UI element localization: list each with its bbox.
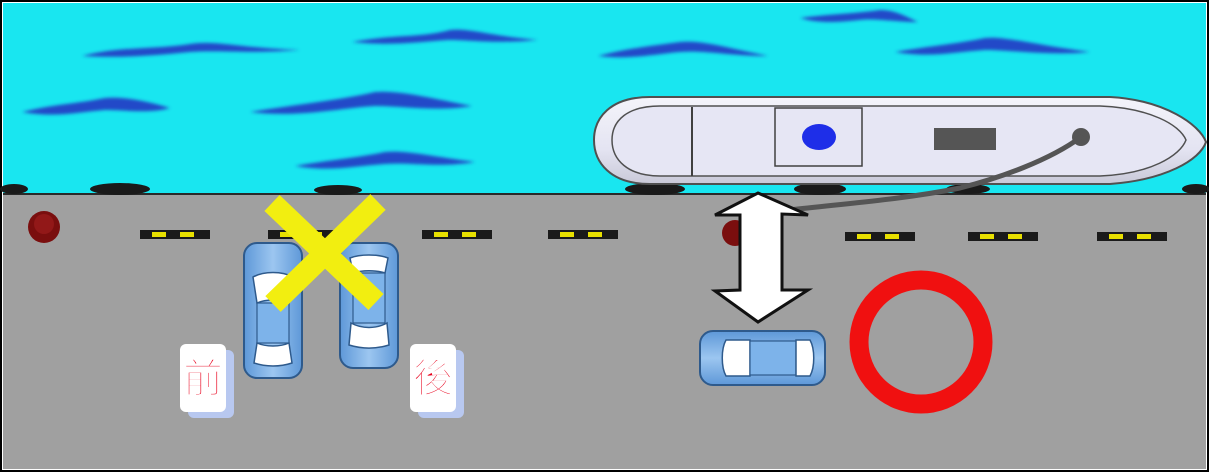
wave	[895, 37, 1090, 55]
curb-stop	[548, 230, 618, 239]
fender	[1182, 184, 1209, 194]
car-rear-window	[795, 339, 815, 377]
ship-box	[934, 128, 996, 150]
label-rear: 後	[413, 356, 454, 402]
sea-waves	[22, 10, 1090, 169]
wave	[22, 97, 170, 115]
wave	[352, 29, 538, 44]
circle-mark-icon	[849, 270, 993, 414]
car-rear-window	[253, 341, 293, 367]
cross-mark-icon	[264, 194, 386, 312]
bollard	[34, 214, 54, 234]
label-rear-badge: 後	[410, 344, 464, 418]
fender	[794, 183, 846, 195]
mooring-rope	[787, 134, 1084, 213]
wave	[250, 91, 472, 114]
ship-window-icon	[802, 124, 836, 150]
car-parallel	[699, 330, 826, 386]
wave	[800, 10, 918, 22]
car-windshield	[721, 339, 751, 377]
wave	[82, 42, 300, 57]
curb-stop	[140, 230, 210, 239]
car-front	[243, 242, 303, 379]
car-rear-window	[348, 321, 390, 349]
curb-stop	[1097, 232, 1167, 241]
car-roof	[749, 340, 797, 376]
label-front: 前	[183, 356, 223, 402]
label-front-bg	[180, 344, 226, 412]
ship	[592, 96, 1208, 185]
fenders	[0, 183, 1209, 195]
double-arrow-icon	[710, 191, 814, 324]
label-front-badge: 前	[180, 344, 234, 418]
curb-stop	[968, 232, 1038, 241]
wave	[598, 41, 768, 58]
fender	[0, 184, 28, 194]
car-roof	[256, 302, 290, 344]
label-rear-bg	[410, 344, 456, 412]
curb-stop	[422, 230, 492, 239]
fender	[90, 183, 150, 195]
ship-deck-outline	[611, 105, 1187, 177]
curb-stop	[845, 232, 915, 241]
fender	[314, 185, 362, 195]
fender	[625, 183, 685, 195]
wave	[295, 151, 475, 169]
